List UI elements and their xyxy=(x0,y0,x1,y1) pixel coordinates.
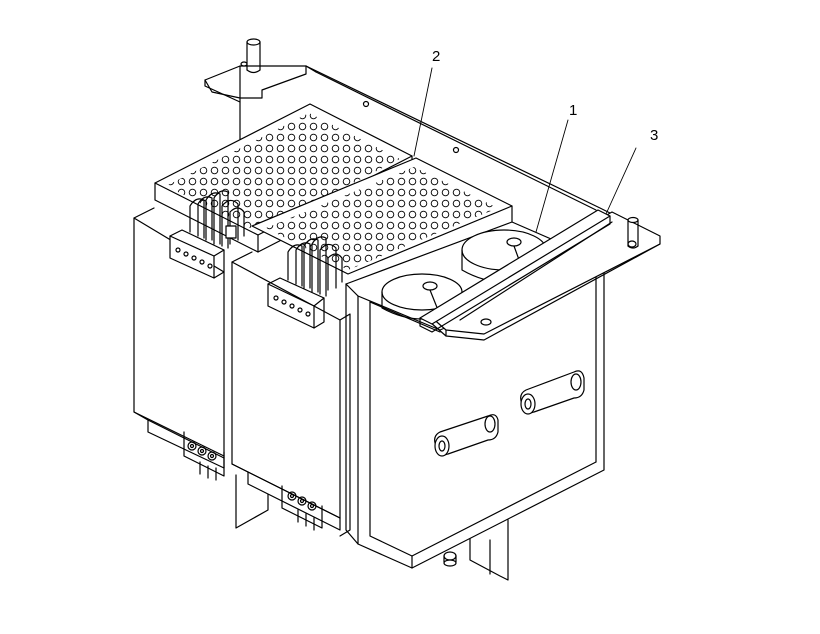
module-middle-body xyxy=(231,251,351,537)
callout-3: 3 xyxy=(650,127,658,144)
bottom-screw-housing xyxy=(443,551,457,567)
callout-2: 2 xyxy=(432,48,440,65)
clamp-slot-left xyxy=(434,414,499,457)
module-middle-top xyxy=(251,157,513,275)
module-left-top xyxy=(154,103,413,253)
terminal-block-middle xyxy=(267,236,343,329)
mounting-bracket xyxy=(419,209,661,341)
bottom-screws-middle xyxy=(287,491,317,511)
leader-1 xyxy=(535,119,569,233)
callout-leaders xyxy=(413,67,637,233)
clamp-slot-right xyxy=(520,370,585,415)
terminal-block-left xyxy=(169,190,245,279)
bottom-screws-left xyxy=(187,441,217,461)
mounting-tab-top-left xyxy=(204,65,307,103)
pin-right xyxy=(627,216,639,249)
callout-1: 1 xyxy=(569,102,577,119)
leader-3 xyxy=(605,147,637,215)
leader-2 xyxy=(413,67,433,157)
pin-top-left xyxy=(240,38,261,74)
